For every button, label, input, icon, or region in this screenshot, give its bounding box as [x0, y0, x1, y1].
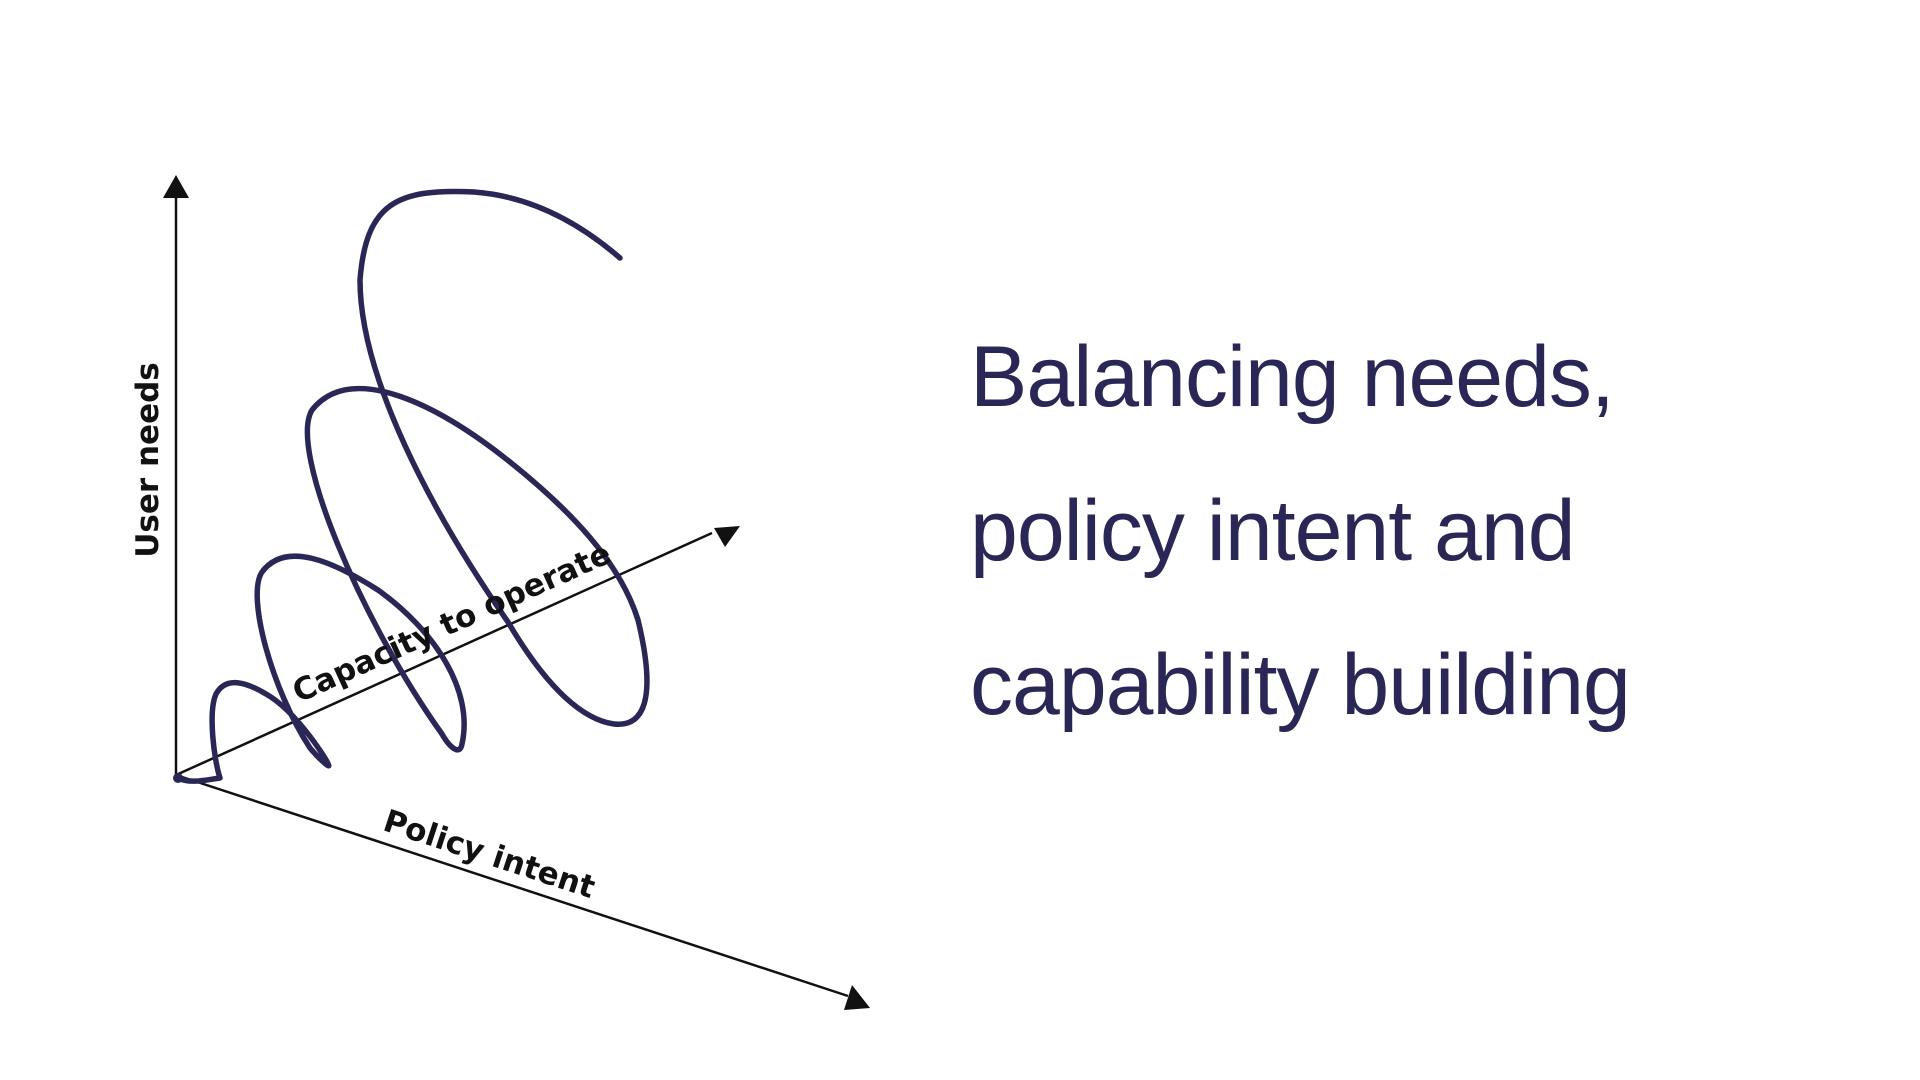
policy-intent-axis — [175, 773, 849, 998]
headline-line-2: policy intent and — [970, 483, 1576, 579]
headline-line-1: Balancing needs, — [970, 329, 1615, 425]
user-needs-label: User needs — [130, 362, 166, 558]
capacity-arrowhead — [714, 526, 740, 547]
policy-intent-arrowhead — [844, 985, 870, 1010]
slide-headline: Balancing needs, policy intent and capab… — [970, 300, 1870, 762]
growth-spiral — [175, 188, 650, 784]
capacity-to-operate-label: Capacity to operate — [287, 535, 616, 710]
policy-intent-label: Policy intent — [379, 803, 599, 906]
user-needs-arrowhead — [163, 175, 189, 198]
headline-line-3: capability building — [970, 637, 1631, 733]
